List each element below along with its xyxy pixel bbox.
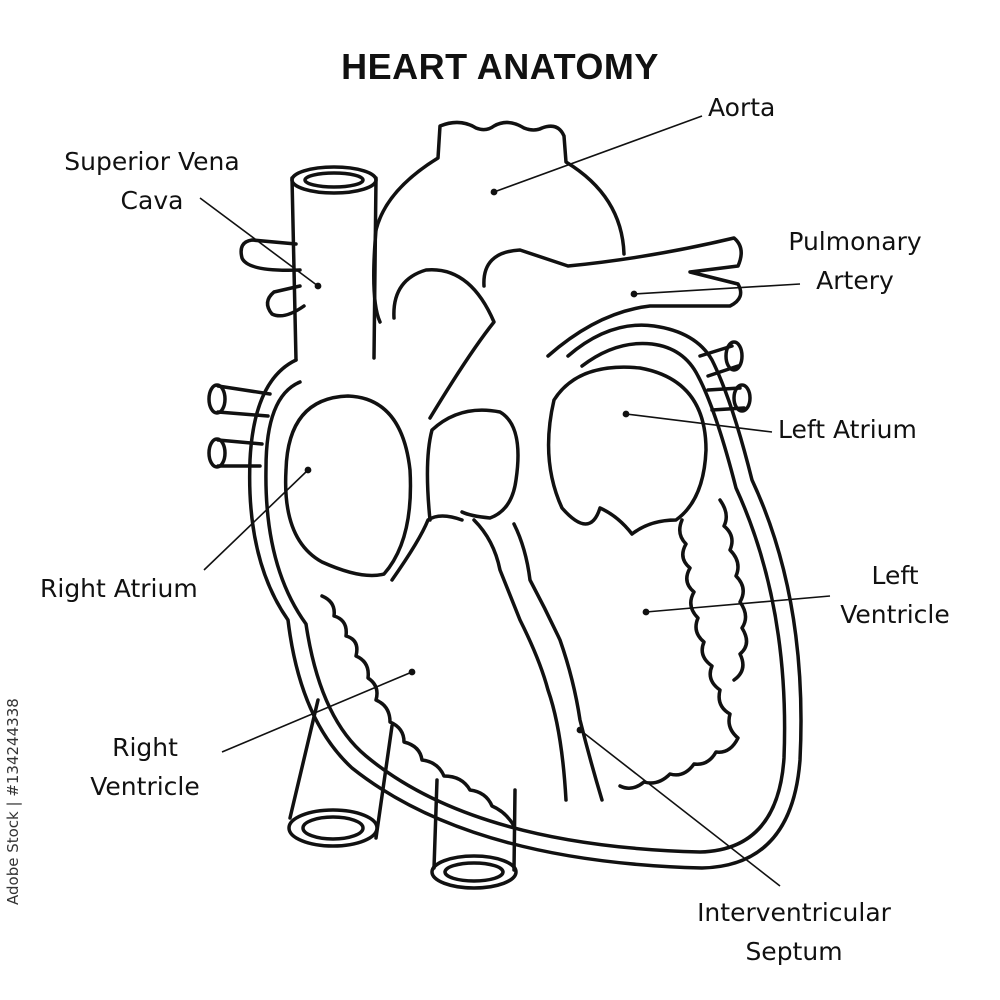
leader-interventricular-septum [576, 726, 781, 887]
label-interventricular-septum-line-1: Interventricular [697, 898, 891, 927]
leader-aorta [490, 115, 703, 196]
heart-outer-wall [247, 323, 803, 870]
leader-left-atrium [622, 410, 773, 433]
descending-vessel [430, 778, 518, 890]
left-atrium-chamber [546, 365, 708, 536]
left-ventricle-wall [618, 498, 749, 790]
label-left-ventricle-line-2: Ventricle [840, 600, 950, 629]
leader-superior-vena-cava [199, 197, 322, 290]
label-pulmonary-artery-line-2: Artery [816, 266, 894, 295]
label-right-ventricle-line-1: Right [112, 733, 178, 762]
leader-left-ventricle [642, 595, 831, 616]
label-left-atrium: Left Atrium [778, 410, 917, 449]
label-pulmonary-artery: Pulmonary Artery [770, 222, 940, 300]
stock-watermark: Adobe Stock | #134244338 [0, 0, 24, 1000]
label-left-atrium-line: Left Atrium [778, 415, 917, 444]
inferior-vena-cava [287, 698, 394, 848]
aortic-root [425, 408, 520, 522]
right-atrium-chamber [283, 394, 464, 582]
label-right-ventricle: Right Ventricle [72, 728, 218, 806]
label-right-atrium: Right Atrium [40, 569, 198, 608]
label-aorta: Aorta [708, 88, 775, 127]
leader-pulmonary-artery [630, 283, 801, 298]
pulmonary-artery [482, 236, 743, 358]
label-superior-vena-cava-line-2: Cava [120, 186, 184, 215]
label-superior-vena-cava: Superior Vena Cava [46, 142, 258, 220]
leader-right-ventricle [221, 668, 416, 753]
leader-right-atrium [203, 466, 312, 571]
superior-vena-cava [239, 165, 378, 362]
interventricular-septum-wall [472, 518, 604, 802]
label-aorta-line: Aorta [708, 93, 776, 122]
right-ventricle-wall [320, 594, 516, 828]
label-right-ventricle-line-2: Ventricle [90, 772, 200, 801]
aorta [372, 120, 626, 420]
pulmonary-veins-left [207, 383, 272, 469]
label-pulmonary-artery-line-1: Pulmonary [788, 227, 922, 256]
stock-watermark-text: Adobe Stock | #134244338 [4, 698, 22, 905]
label-interventricular-septum: Interventricular Septum [676, 893, 912, 971]
label-right-atrium-line: Right Atrium [40, 574, 198, 603]
label-left-ventricle-line-1: Left [871, 561, 919, 590]
label-superior-vena-cava-line-1: Superior Vena [64, 147, 240, 176]
label-interventricular-septum-line-2: Septum [745, 937, 843, 966]
label-left-ventricle: Left Ventricle [822, 556, 968, 634]
page-title: HEART ANATOMY [341, 46, 659, 87]
